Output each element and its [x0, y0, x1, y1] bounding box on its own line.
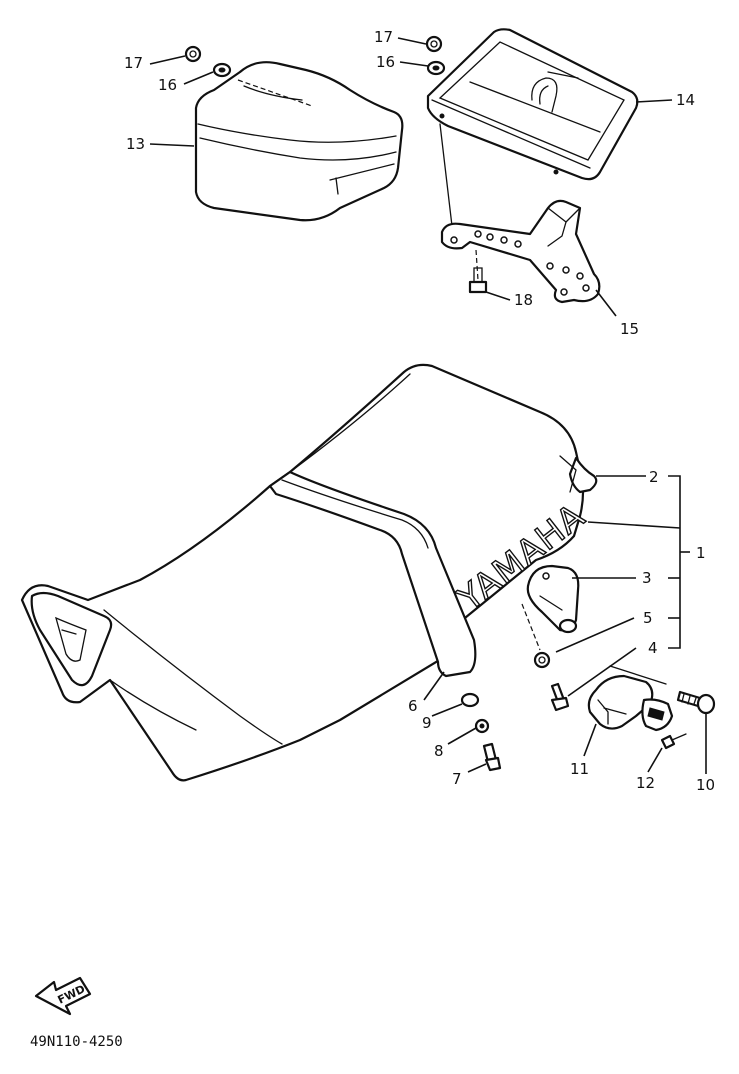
callout-10: 10: [696, 776, 715, 794]
bolt-part-4: [550, 682, 570, 712]
alignment-line-3: [521, 603, 541, 651]
washer-part-16-right: [426, 60, 446, 76]
callout-5: 5: [643, 609, 653, 627]
collar-part-5: [558, 618, 578, 634]
callout-13: 13: [126, 135, 145, 153]
callout-6: 6: [408, 697, 418, 715]
callout-12: 12: [636, 774, 655, 792]
leader-14: [635, 99, 673, 103]
nut-part-17-left: [184, 45, 202, 63]
bolt-part-7: [482, 742, 502, 772]
forward-arrow-icon: FWD: [34, 976, 92, 1016]
callout-2: 2: [649, 468, 659, 486]
callout-11: 11: [570, 760, 589, 778]
alignment-line-14-15: [439, 123, 453, 227]
leader-lines-lower: [423, 475, 707, 774]
callout-9: 9: [422, 714, 432, 732]
callout-1: 1: [696, 544, 706, 562]
callout-17-left: 17: [124, 54, 143, 72]
leader-18: [485, 291, 511, 301]
callout-16-left: 16: [158, 76, 177, 94]
drawing-code: 49N110-4250: [30, 1034, 123, 1050]
bolt-part-10: [676, 690, 716, 715]
collar-part-8: [474, 718, 490, 734]
leader-17-right: [397, 37, 427, 45]
leader-17-left: [149, 55, 186, 65]
alignment-line-lock: [609, 665, 667, 685]
callout-14: 14: [676, 91, 695, 109]
callout-15: 15: [620, 320, 639, 338]
nut-part-17-right: [425, 35, 443, 53]
washer-part-16-left: [212, 62, 232, 78]
damper-part-9: [460, 692, 480, 708]
seat-lock-part-11: [587, 674, 674, 732]
screw-part-18: [468, 249, 488, 294]
callout-7: 7: [452, 770, 462, 788]
lock-bracket-part-3: [526, 564, 580, 632]
screw-part-12: [660, 733, 687, 750]
callout-17-right: 17: [374, 28, 393, 46]
callout-16-right: 16: [376, 53, 395, 71]
leader-16-right: [399, 61, 429, 67]
callout-4: 4: [648, 639, 658, 657]
seat-tray-part-14: [426, 28, 639, 181]
seat-cowl-part-13: [194, 61, 404, 222]
callout-18: 18: [514, 291, 533, 309]
leader-16-left: [183, 71, 214, 85]
callout-8: 8: [434, 742, 444, 760]
seat-assembly-part-1: [20, 363, 598, 782]
seat-bracket-part-15: [440, 199, 601, 304]
leader-13: [149, 143, 195, 147]
nut-part-lower: [533, 651, 551, 669]
callout-3: 3: [642, 569, 652, 587]
leader-15: [595, 289, 617, 317]
